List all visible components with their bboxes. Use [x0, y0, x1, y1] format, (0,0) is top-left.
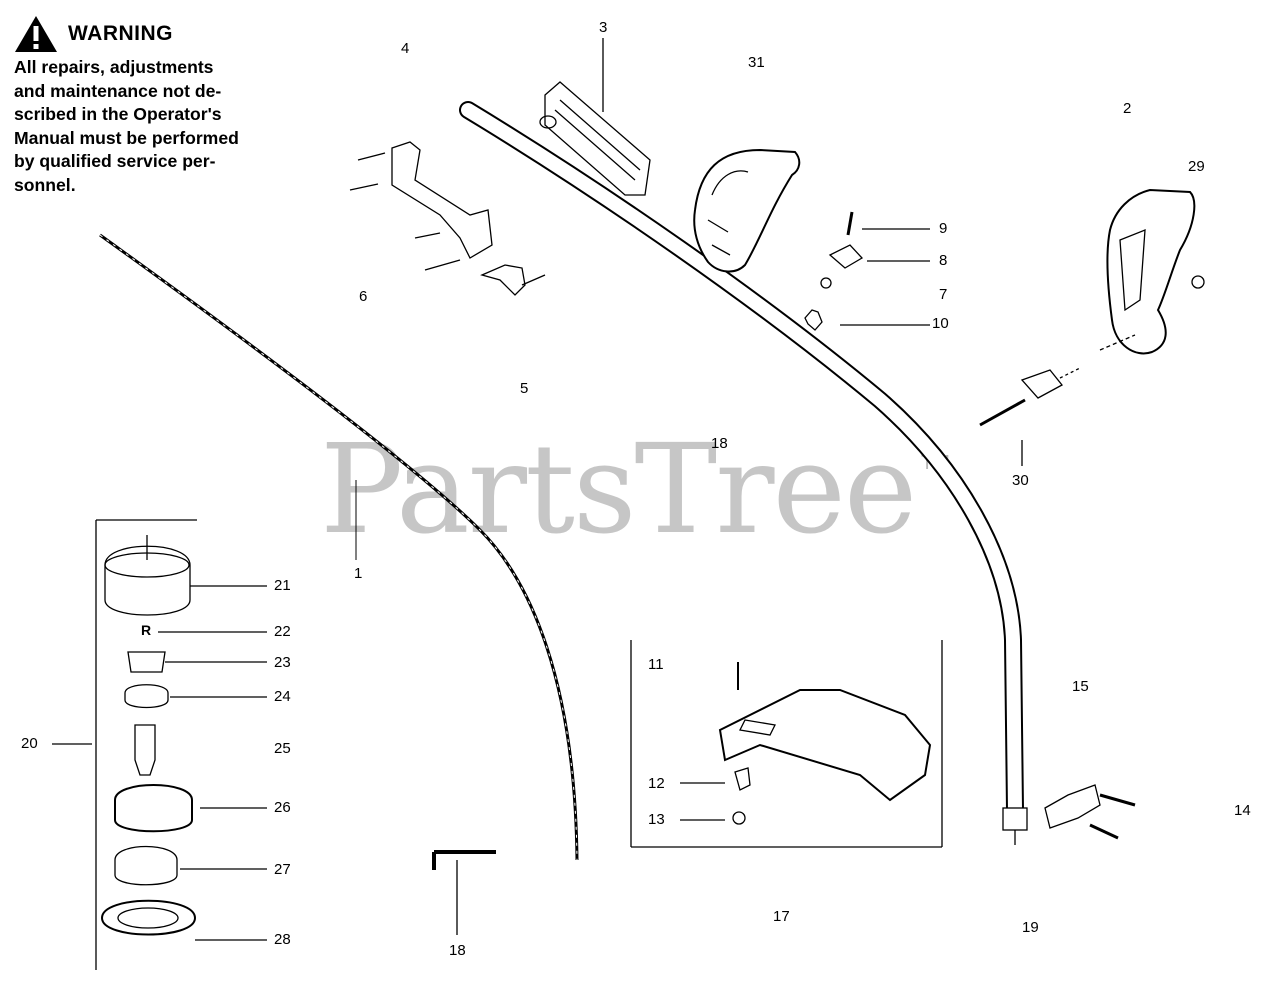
- drive-shaft-part: [99, 233, 579, 861]
- callout-12: 12: [648, 775, 665, 792]
- callout-18-top: 18: [711, 435, 728, 452]
- callout-24: 24: [274, 688, 291, 705]
- callout-17: 17: [773, 908, 790, 925]
- callout-28: 28: [274, 931, 291, 948]
- hex-wrench-part: [432, 850, 496, 870]
- callout-19: 19: [1022, 919, 1039, 936]
- engine-handle-part: [1106, 188, 1196, 355]
- warning-header: WARNING: [14, 14, 288, 54]
- callout-2: 2: [1123, 100, 1132, 117]
- warning-notice: WARNING All repairs, adjustments and mai…: [14, 14, 288, 197]
- warning-line: sonnel.: [14, 174, 76, 195]
- d-handle-part: [693, 148, 801, 273]
- warning-line: by qualified service per-: [14, 151, 216, 171]
- callout-21: 21: [274, 577, 291, 594]
- guard-bracket-part: [734, 767, 751, 791]
- retainer-mark: R: [141, 622, 152, 638]
- knob-part: [1020, 369, 1063, 399]
- callout-27: 27: [274, 861, 291, 878]
- bolt-adapter-part: [134, 724, 156, 776]
- debris-shield-part: [718, 689, 932, 802]
- nut-part: [1191, 275, 1205, 289]
- screw-part: [846, 211, 854, 236]
- callout-3: 3: [599, 19, 608, 36]
- callout-14: 14: [1234, 802, 1251, 819]
- housing-part: [114, 845, 178, 886]
- callout-25: 25: [274, 740, 291, 757]
- callout-26: 26: [274, 799, 291, 816]
- handle-grip-part: [391, 141, 493, 259]
- clamp-part: [828, 244, 864, 269]
- tube-coupler-part: [1002, 807, 1028, 831]
- callout-29: 29: [1188, 158, 1205, 175]
- callout-10: 10: [932, 315, 949, 332]
- warning-text: All repairs, adjustments and maintenance…: [14, 56, 288, 197]
- callout-23: 23: [274, 654, 291, 671]
- warning-line: and maintenance not de-: [14, 80, 222, 101]
- retainer-part: [127, 651, 166, 673]
- warning-title: WARNING: [68, 22, 173, 45]
- callout-18-bottom: 18: [449, 942, 466, 959]
- callout-13: 13: [648, 811, 665, 828]
- callout-7: 7: [939, 286, 948, 303]
- callout-9: 9: [939, 220, 948, 237]
- callout-22: 22: [274, 623, 291, 640]
- callout-31: 31: [748, 54, 765, 71]
- warning-line: All repairs, adjustments: [14, 57, 214, 77]
- spool-part: [114, 784, 193, 833]
- callout-20: 20: [21, 735, 38, 752]
- spool-cover-part: [104, 545, 191, 616]
- callout-4: 4: [401, 40, 410, 57]
- callout-5: 5: [520, 380, 529, 397]
- washer-part: [820, 277, 832, 289]
- callout-15: 15: [1072, 678, 1089, 695]
- warning-line: Manual must be performed: [14, 127, 239, 148]
- wing-nut-part: [804, 309, 823, 331]
- callout-11: 11: [648, 656, 664, 673]
- callout-1: 1: [354, 565, 363, 582]
- callout-8: 8: [939, 252, 948, 269]
- base-ring-part: [100, 899, 197, 936]
- warning-triangle-icon: [15, 16, 57, 52]
- warning-line: scribed in the Operator's: [14, 104, 222, 124]
- partstree-watermark: PartsTree: [320, 418, 917, 562]
- guard-nut-part: [732, 811, 746, 825]
- spring-cap-part: [124, 684, 169, 709]
- callout-6: 6: [359, 288, 368, 305]
- tube-clamp-part: [1044, 784, 1101, 829]
- callout-30: 30: [1012, 472, 1029, 489]
- trigger-part: [480, 264, 526, 296]
